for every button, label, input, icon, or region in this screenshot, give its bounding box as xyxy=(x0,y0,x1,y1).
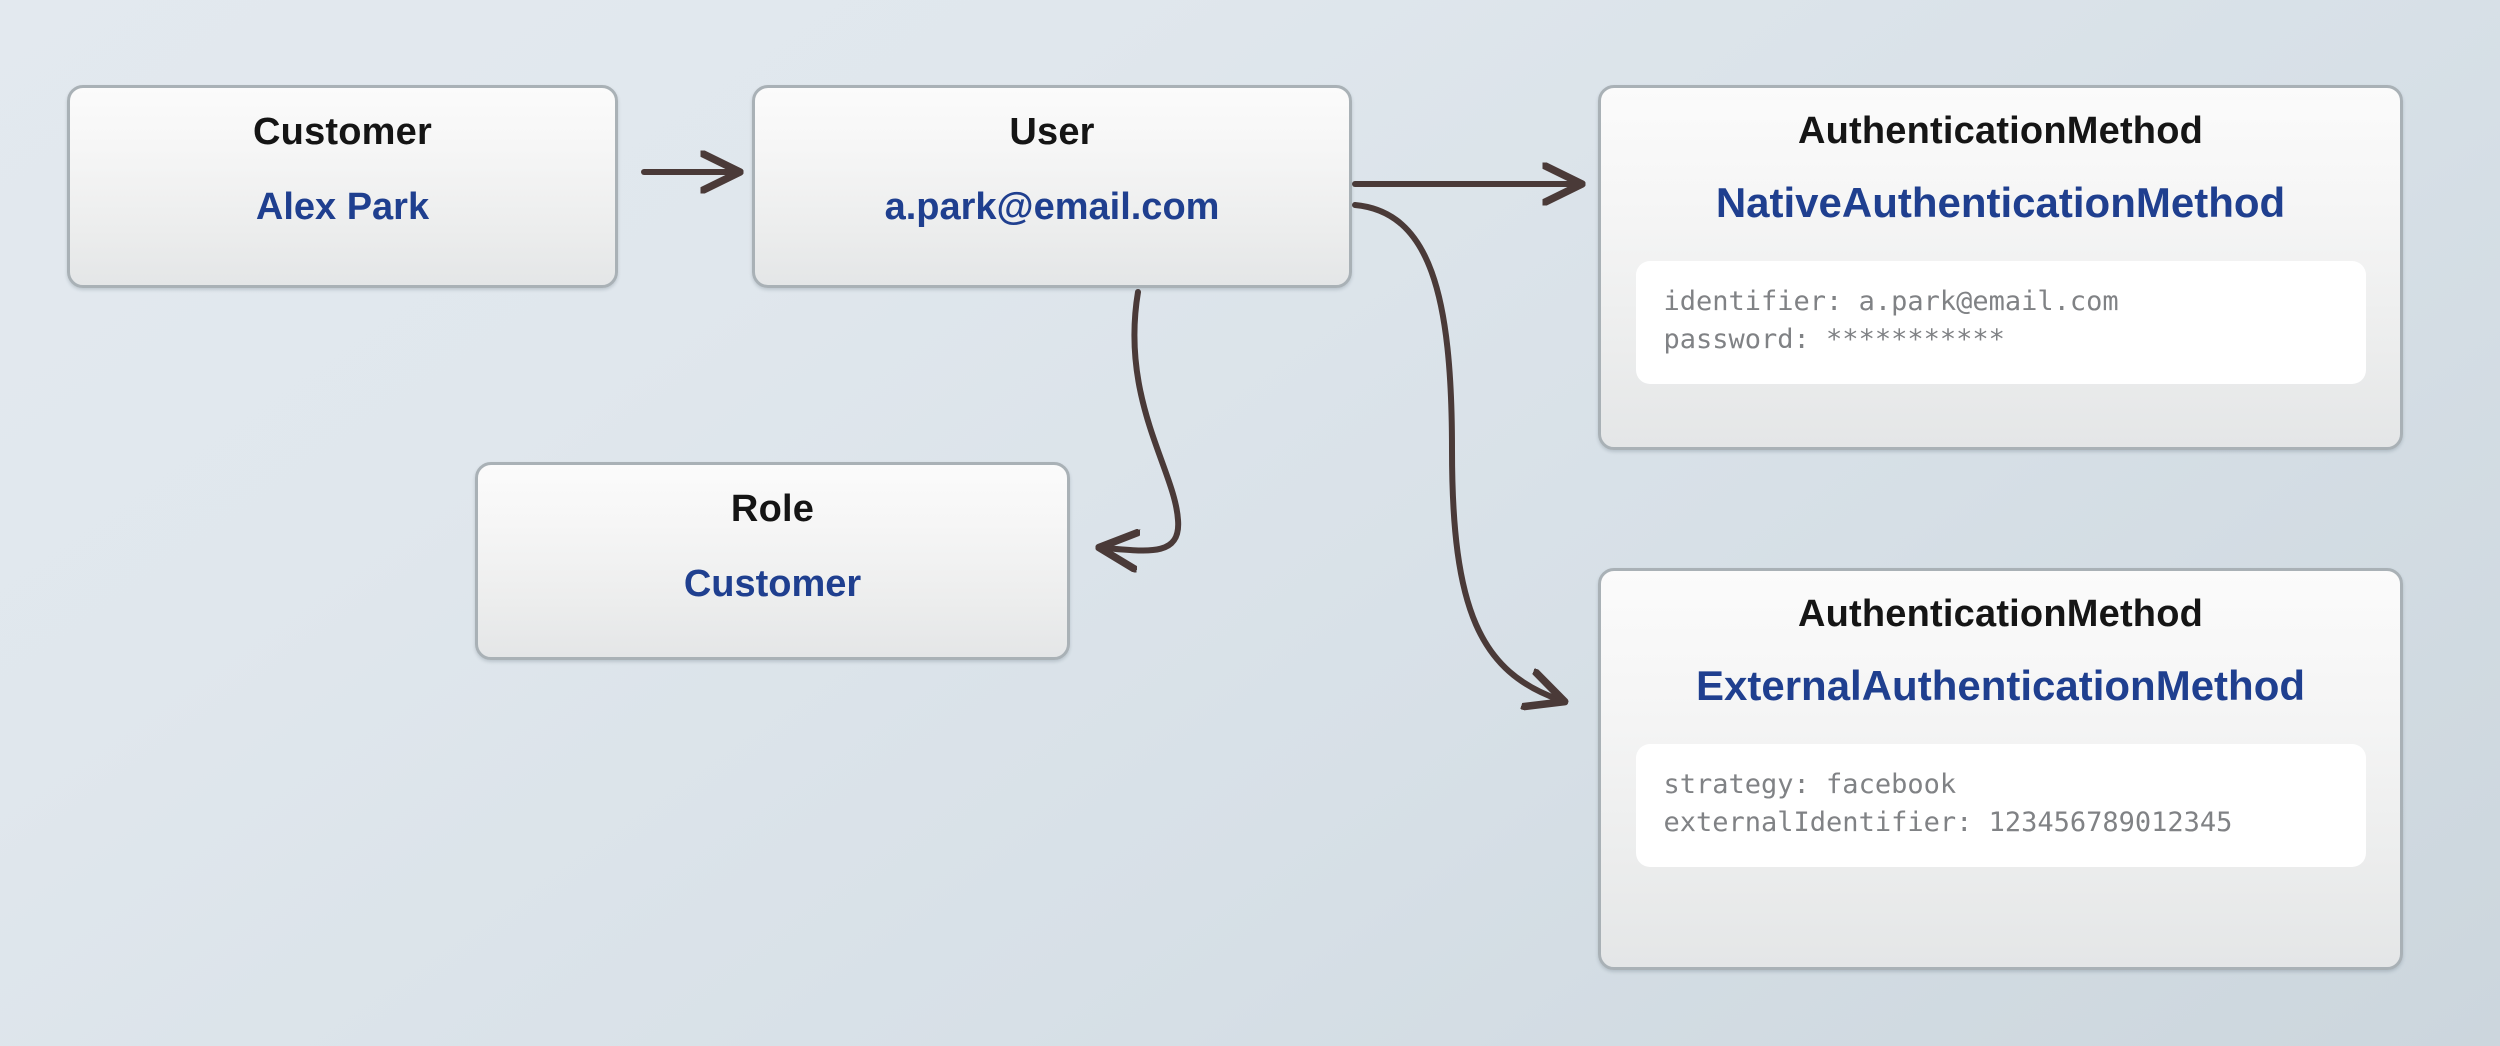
node-role-title: Role xyxy=(730,488,815,530)
node-native-authentication-method[interactable]: AuthenticationMethod NativeAuthenticatio… xyxy=(1598,85,2403,450)
external-auth-property-external-identifier: externalIdentifier: 123456789012345 xyxy=(1663,807,2233,839)
external-auth-properties-box: strategy: facebook externalIdentifier: 1… xyxy=(1635,744,2366,867)
native-auth-properties-box: identifier: a.park@email.com password: *… xyxy=(1635,261,2366,384)
node-user-value: a.park@email.com xyxy=(884,186,1220,228)
node-role[interactable]: Role Customer xyxy=(475,462,1070,660)
node-role-value: Customer xyxy=(683,563,862,605)
node-external-authentication-method-value: ExternalAuthenticationMethod xyxy=(1695,662,2306,709)
edge-user-to-role xyxy=(1104,289,1182,551)
node-user-title: User xyxy=(1009,111,1095,153)
node-customer[interactable]: Customer Alex Park xyxy=(67,85,618,288)
node-native-authentication-method-value: NativeAuthenticationMethod xyxy=(1715,179,2286,226)
native-auth-property-password: password: *********** xyxy=(1663,324,2005,356)
node-customer-title: Customer xyxy=(253,111,432,153)
edge-user-to-external-auth xyxy=(1352,202,1560,700)
node-customer-value: Alex Park xyxy=(255,186,430,228)
node-external-authentication-method[interactable]: AuthenticationMethod ExternalAuthenticat… xyxy=(1598,568,2403,970)
external-auth-property-strategy: strategy: facebook xyxy=(1663,769,1957,800)
native-auth-property-identifier: identifier: a.park@email.com xyxy=(1663,286,2119,317)
node-user[interactable]: User a.park@email.com xyxy=(752,85,1352,288)
node-native-authentication-method-title: AuthenticationMethod xyxy=(1797,110,2204,152)
node-external-authentication-method-title: AuthenticationMethod xyxy=(1797,593,2204,635)
